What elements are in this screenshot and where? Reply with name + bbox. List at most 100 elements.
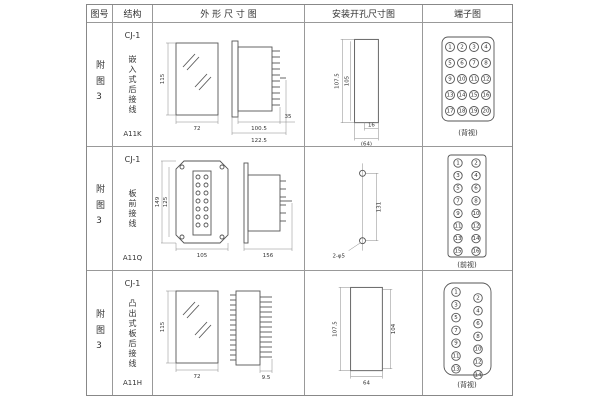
terminal-circle bbox=[457, 57, 467, 68]
front-view bbox=[175, 42, 218, 115]
outline-drawing-row2: 149 125 105 156 bbox=[153, 147, 305, 271]
cutout-rect bbox=[354, 38, 379, 123]
terminal-circle bbox=[471, 170, 481, 180]
terminal-circle bbox=[451, 287, 461, 297]
model-label: CJ-1 bbox=[124, 31, 141, 40]
terminal-circle bbox=[451, 300, 461, 310]
structure-label: 板前接线 bbox=[128, 189, 137, 229]
model-label: CJ-1 bbox=[124, 155, 141, 164]
dim-label: 115 bbox=[160, 321, 166, 332]
terminal-circle bbox=[473, 293, 483, 303]
header-fig-no: 图号 bbox=[87, 5, 113, 23]
terminal-number: 12 bbox=[473, 223, 480, 229]
terminal-number: 10 bbox=[459, 76, 466, 82]
side-view bbox=[231, 40, 286, 117]
terminal-number: 13 bbox=[447, 92, 454, 98]
terminal-number: 2 bbox=[460, 44, 464, 50]
outline-drawing-row3: 115 72 bbox=[153, 271, 305, 395]
terminal-circle bbox=[453, 208, 463, 218]
terminal-number: 1 bbox=[456, 160, 460, 166]
terminal-number: 19 bbox=[471, 108, 478, 114]
terminal-number: 7 bbox=[454, 328, 458, 334]
terminal-number: 1 bbox=[448, 44, 452, 50]
terminal-number: 4 bbox=[474, 173, 478, 179]
terminal-block-outline bbox=[443, 282, 492, 376]
front-view bbox=[175, 160, 228, 243]
terminal-number: 13 bbox=[453, 366, 460, 372]
terminal-number: 10 bbox=[475, 347, 482, 353]
header-mounting: 安装开孔尺寸图 bbox=[305, 5, 423, 23]
terminal-circle bbox=[473, 331, 483, 342]
outline-svg-row1: 115 72 100.5 35 bbox=[160, 40, 295, 144]
structure-label: 嵌入式后接线 bbox=[128, 55, 137, 115]
terminal-circle bbox=[451, 325, 461, 336]
terminal-circle bbox=[473, 357, 483, 367]
terminal-circle bbox=[469, 105, 479, 116]
terminal-number: 14 bbox=[473, 236, 480, 242]
dimension-table: 图号 结构 外 形 尺 寸 图 安装开孔尺寸图 端子图 附图3 CJ-1 嵌入式… bbox=[86, 4, 513, 396]
structure-code: A11H bbox=[123, 379, 142, 387]
structure-code: A11Q bbox=[122, 254, 143, 262]
terminal-number: 9 bbox=[448, 76, 452, 82]
terminal-number: 6 bbox=[476, 321, 480, 327]
terminal-circle bbox=[481, 89, 491, 100]
terminal-number: 12 bbox=[475, 360, 482, 366]
dim-label: 149 bbox=[155, 196, 161, 207]
terminal-circle bbox=[457, 73, 467, 84]
mounting-drawing-row1: 107.5 105 16 (64) bbox=[305, 23, 423, 147]
terminal-number: 4 bbox=[484, 44, 488, 50]
structure-row2: CJ-1 板前接线 A11Q bbox=[113, 147, 153, 271]
terminal-number: 8 bbox=[476, 334, 480, 340]
terminal-circle bbox=[453, 220, 463, 231]
terminal-number: 14 bbox=[475, 372, 482, 378]
terminal-circle bbox=[445, 57, 455, 68]
terminal-number: 3 bbox=[456, 173, 460, 179]
terminal-circle bbox=[445, 41, 455, 52]
mounting-drawing-row3: 107.5 104 64 bbox=[305, 271, 423, 395]
dim-label: 72 bbox=[193, 126, 200, 132]
terminal-circle bbox=[471, 246, 481, 256]
side-view bbox=[229, 290, 272, 366]
terminal-number: 15 bbox=[471, 92, 478, 98]
terminal-number: 11 bbox=[455, 223, 462, 229]
terminal-number: 2 bbox=[476, 296, 480, 302]
terminal-number: 17 bbox=[447, 108, 454, 114]
view-label: (背视) bbox=[457, 380, 477, 389]
dim-label: 131 bbox=[376, 201, 382, 211]
terminal-number: 8 bbox=[474, 198, 478, 204]
mounting-svg-row1: 107.5 105 16 (64) bbox=[335, 38, 379, 147]
fig-no-row2: 附图3 bbox=[87, 147, 113, 271]
terminal-number: 12 bbox=[483, 76, 490, 82]
header-structure: 结构 bbox=[113, 5, 153, 23]
structure-code: A11K bbox=[123, 130, 142, 138]
terminal-circle bbox=[471, 233, 481, 243]
terminal-circle bbox=[453, 170, 463, 180]
dim-label: 115 bbox=[160, 73, 166, 84]
terminal-number: 13 bbox=[455, 236, 462, 242]
terminal-circle bbox=[451, 351, 461, 361]
front-view bbox=[175, 290, 218, 364]
terminal-circle bbox=[481, 73, 491, 84]
terminal-number: 18 bbox=[459, 108, 466, 114]
dim-label: 125 bbox=[163, 196, 169, 207]
terminal-number: 9 bbox=[454, 341, 458, 347]
header-outline: 外 形 尺 寸 图 bbox=[153, 5, 305, 23]
outline-drawing-row1: 115 72 100.5 35 bbox=[153, 23, 305, 147]
dim-label: 64 bbox=[363, 381, 370, 387]
terminal-block-outline bbox=[447, 154, 487, 257]
mounting-svg-row3: 107.5 104 64 bbox=[333, 286, 397, 387]
terminal-circle bbox=[453, 195, 463, 205]
dim-label: (64) bbox=[361, 141, 372, 147]
terminal-circle bbox=[471, 220, 481, 231]
terminal-circle bbox=[469, 89, 479, 100]
terminal-circle bbox=[469, 41, 479, 52]
header-terminal: 端子图 bbox=[423, 5, 512, 23]
fig-no-row3: 附图3 bbox=[87, 271, 113, 395]
terminal-circle bbox=[453, 233, 463, 243]
